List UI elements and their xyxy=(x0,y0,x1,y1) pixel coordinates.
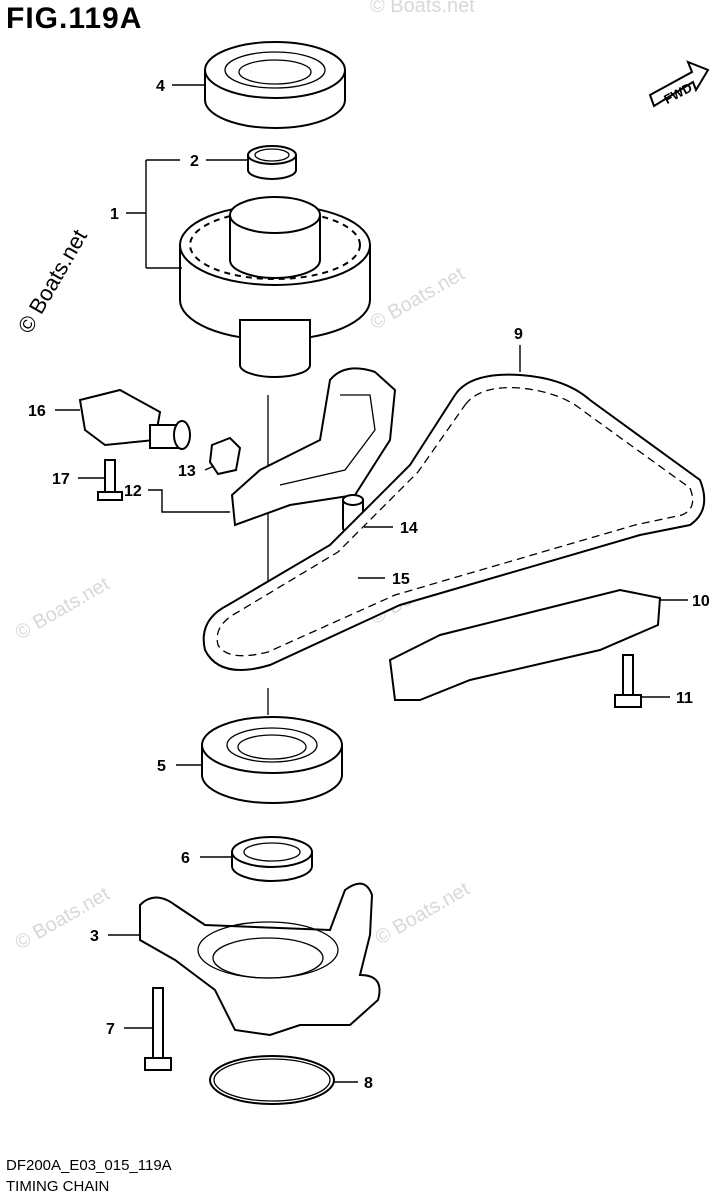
part-2-ring xyxy=(247,145,297,180)
figure-title: FIG.119A xyxy=(6,2,143,35)
part-6-seal xyxy=(231,836,313,882)
callout-11: 11 xyxy=(676,690,693,707)
callout-12: 12 xyxy=(124,483,142,500)
callout-15: 15 xyxy=(392,571,410,588)
part-5-bearing xyxy=(201,716,343,804)
fwd-label: FWD xyxy=(661,80,694,107)
callout-16: 16 xyxy=(28,403,46,420)
callout-9: 9 xyxy=(514,326,523,343)
part-4-bearing xyxy=(204,41,346,129)
part-1-gear xyxy=(179,196,371,378)
watermark-mid-right: © Boats.net xyxy=(367,263,469,335)
callout-1: 1 xyxy=(110,206,119,223)
part-8-o-ring xyxy=(209,1055,335,1105)
part-10-guide xyxy=(388,588,662,701)
figure-code: DF200A_E03_015_119A xyxy=(6,1157,172,1174)
watermark-top: © Boats.net xyxy=(370,0,475,17)
watermark-left-mid: © Boats.net xyxy=(12,573,114,645)
part-13-clip xyxy=(208,436,242,476)
watermark-left-upper: © Boats.net xyxy=(13,225,92,337)
part-17-bolt xyxy=(97,459,123,501)
part-7-bolt xyxy=(144,987,172,1071)
callout-4: 4 xyxy=(156,78,165,95)
callout-10: 10 xyxy=(692,593,710,610)
callout-14: 14 xyxy=(400,520,418,537)
part-11-bolt xyxy=(614,654,642,708)
part-16-tensioner xyxy=(78,388,191,450)
callout-2: 2 xyxy=(190,153,199,170)
callout-13: 13 xyxy=(178,463,196,480)
callout-6: 6 xyxy=(181,850,190,867)
part-9-timing-chain xyxy=(202,373,706,671)
fwd-arrow-icon: FWD xyxy=(648,60,710,108)
callout-8: 8 xyxy=(364,1075,373,1092)
figure-name: TIMING CHAIN xyxy=(6,1178,110,1195)
callout-5: 5 xyxy=(157,758,166,775)
callouts: 4 2 1 9 16 13 17 12 14 15 10 11 5 6 3 7 … xyxy=(28,78,710,1092)
callout-3: 3 xyxy=(90,928,99,945)
part-3-housing xyxy=(139,882,381,1037)
leader-lines xyxy=(55,84,688,1083)
watermark-right-low: © Boats.net xyxy=(372,878,474,950)
callout-7: 7 xyxy=(106,1021,115,1038)
part-12-chain-guide xyxy=(230,367,397,527)
callout-17: 17 xyxy=(52,471,70,488)
